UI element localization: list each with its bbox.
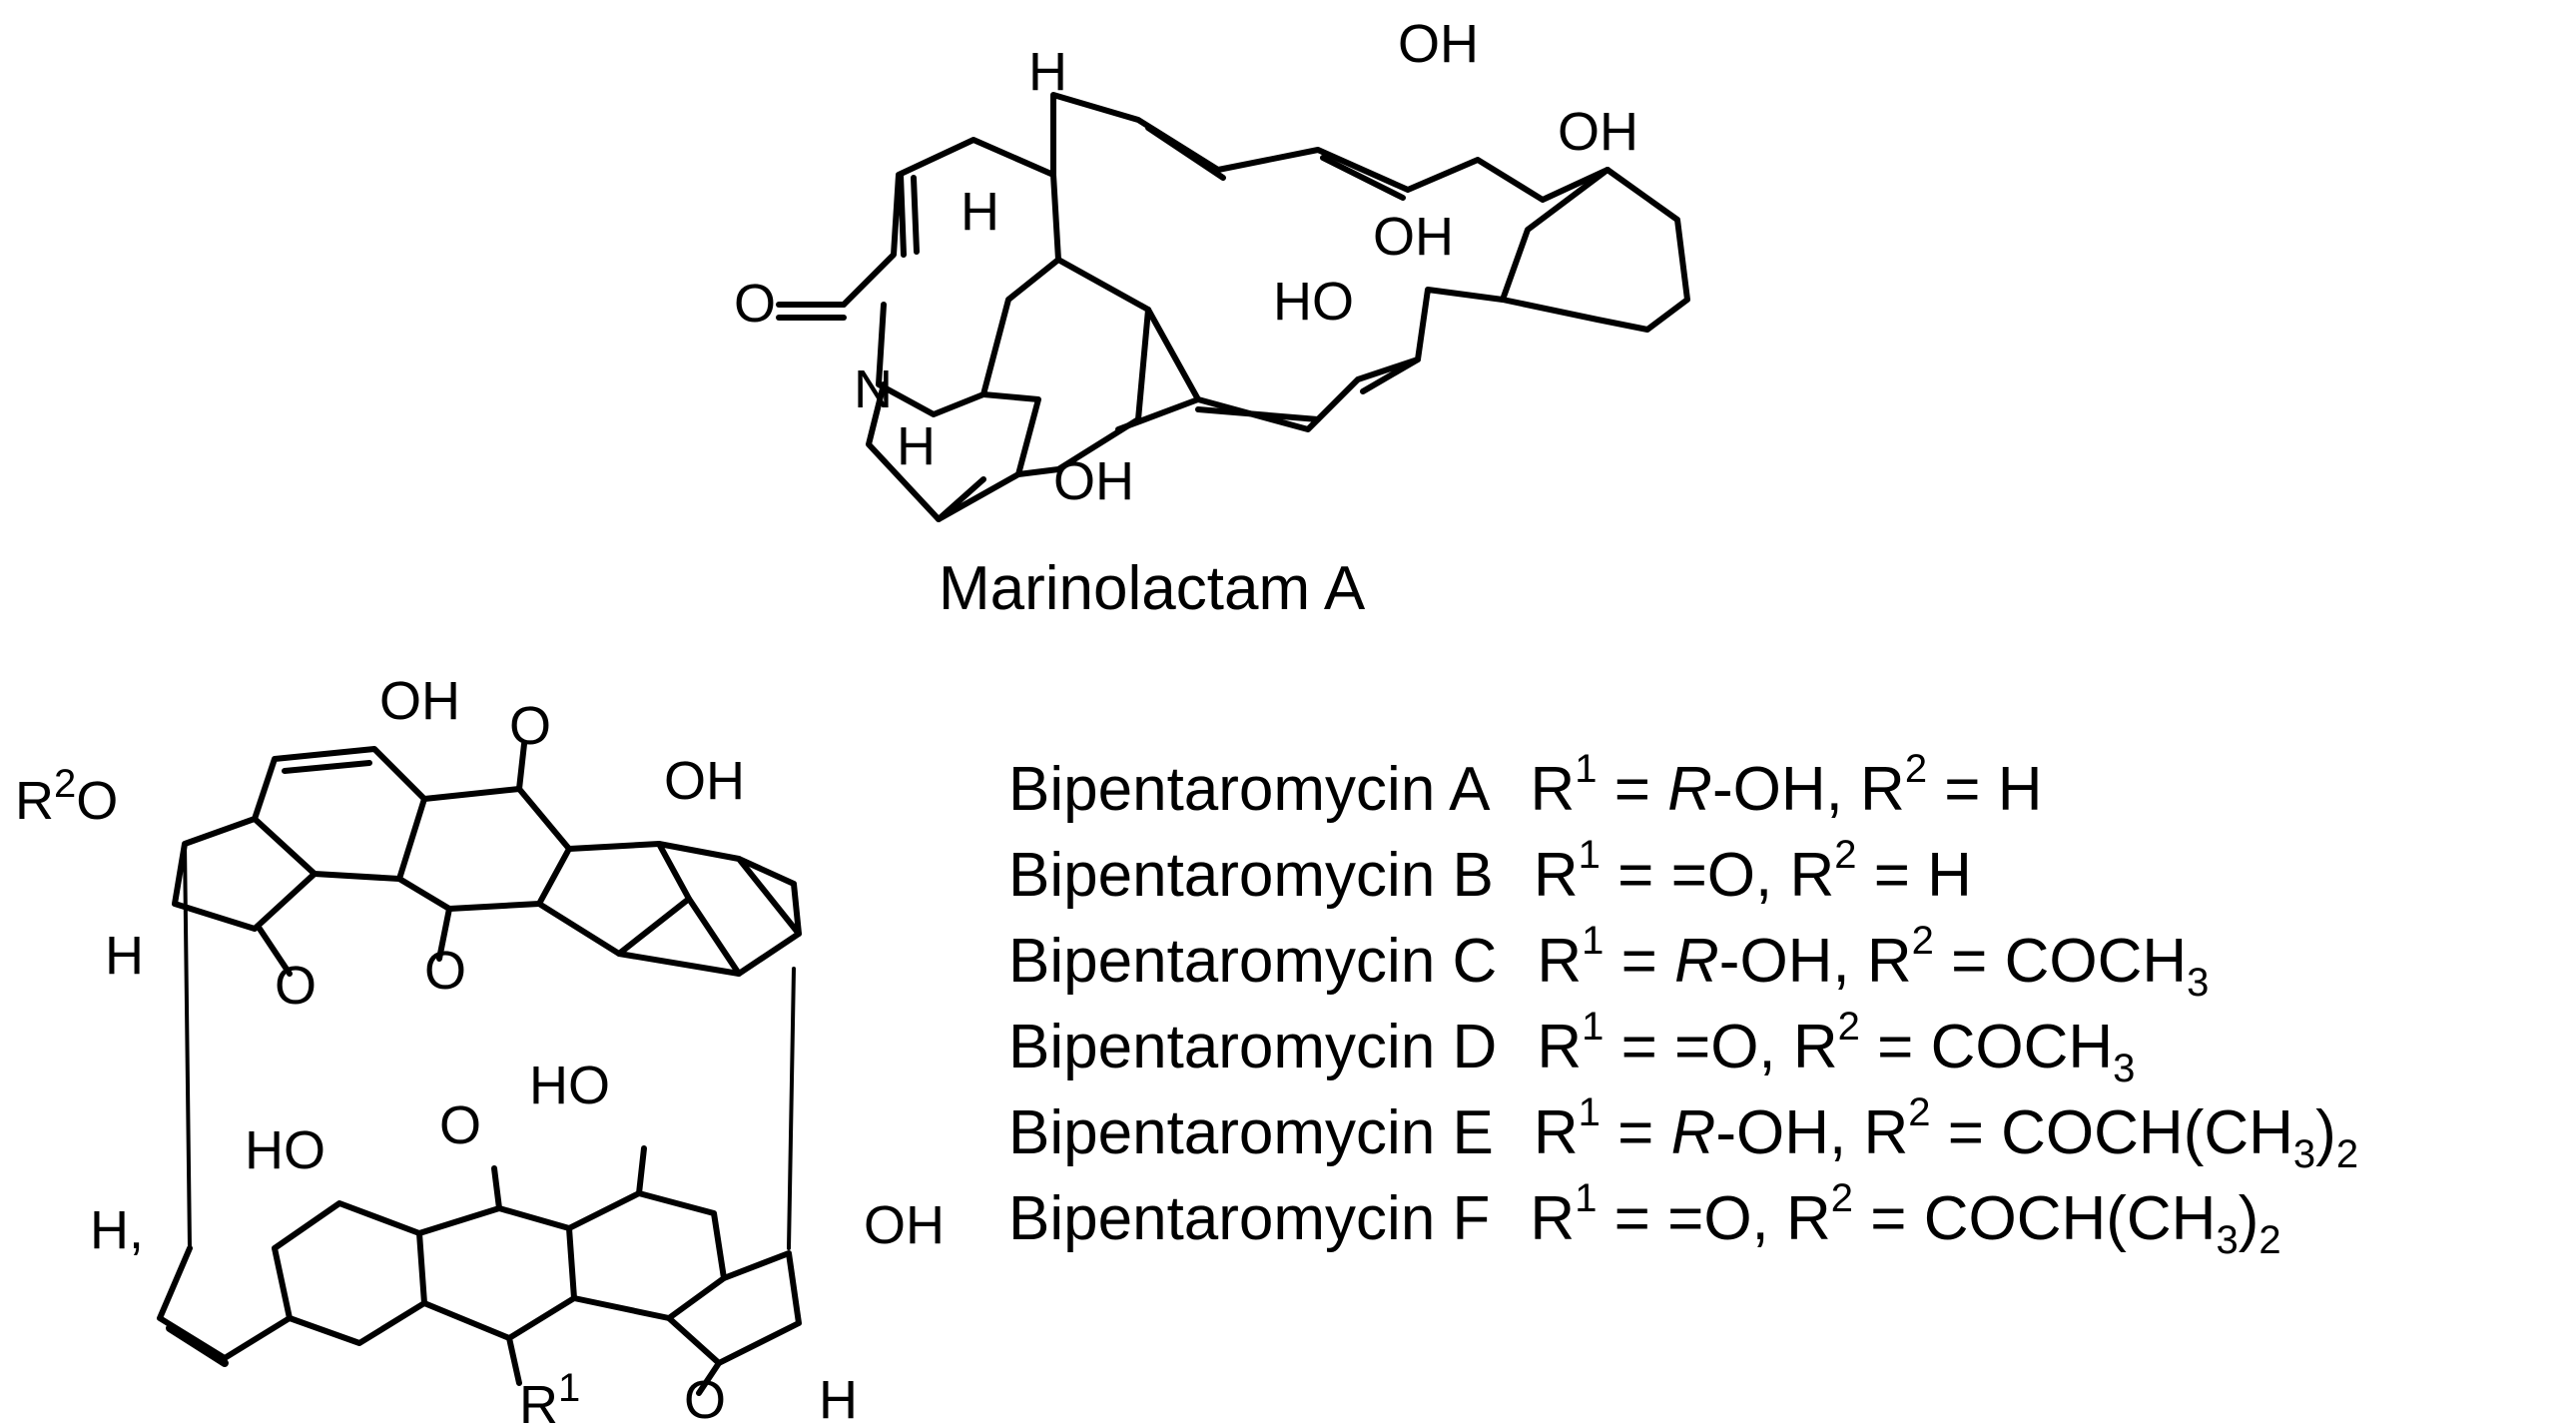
legend-row: Bipentaromycin B R1 = =O, R2 = H — [1008, 833, 1972, 910]
compound-name: Bipentaromycin A — [1008, 755, 1491, 824]
r1-label: R1 — [519, 1366, 580, 1426]
legend-row: Bipentaromycin A R1 = R-OH, R2 = H — [1008, 747, 2043, 824]
hydroxyl-label-top-2: OH — [664, 751, 745, 811]
marinolactam-h-label-1: H — [1028, 42, 1067, 102]
marinolactam-h-label-3: H — [897, 416, 936, 476]
ketone-oxygen-top-mid: O — [509, 696, 551, 756]
hydroxyl-label-a: OH — [1398, 14, 1479, 74]
h-label-bottom-left: H, — [90, 1200, 144, 1260]
substituent-definition: R1 = =O, R2 = H — [1533, 833, 1972, 910]
legend-row: Bipentaromycin C R1 = R-OH, R2 = COCH3 — [1008, 919, 2210, 1005]
lactam-nitrogen-label: N — [854, 359, 893, 419]
compound-name: Bipentaromycin C — [1008, 927, 1498, 996]
compound-name: Bipentaromycin E — [1008, 1098, 1494, 1167]
bipentaromycin-structure — [157, 741, 802, 1396]
substituent-definition: R1 = R-OH, R2 = H — [1530, 747, 2043, 824]
compound-name: Bipentaromycin B — [1008, 841, 1494, 910]
legend-row: Bipentaromycin F R1 = =O, R2 = COCH(CH3)2 — [1008, 1176, 2281, 1262]
hydroxyl-label-top-1: OH — [379, 671, 460, 731]
cyclopentane-hydroxyl-label: OH — [1053, 451, 1134, 511]
ketone-oxygen-bottom-mid: O — [439, 1095, 481, 1155]
substituent-definition: R1 = R-OH, R2 = COCH3 — [1537, 919, 2210, 1005]
substituent-definition: R1 = R-OH, R2 = COCH(CH3)2 — [1533, 1090, 2359, 1176]
hydroxyl-label-c: OH — [1373, 207, 1454, 267]
marinolactam-caption: Marinolactam A — [939, 554, 1366, 623]
lactam-oxygen-label: O — [734, 274, 776, 334]
marinolactam-atom-labels: O N H H H OH OH OH OH HO — [734, 14, 1638, 511]
ketone-oxygen-top-mid-2: O — [424, 941, 466, 1001]
hydroxyl-label-bottom-1: HO — [245, 1120, 325, 1180]
marinolactam-a-structure — [776, 92, 1690, 522]
r2-label: R2O — [15, 762, 118, 831]
compound-name: Bipentaromycin F — [1008, 1184, 1491, 1253]
hydroxyl-label-b: OH — [1558, 102, 1638, 162]
h-label-top-left: H — [105, 926, 144, 986]
hydroxyl-label-bottom-right: OH — [864, 1195, 945, 1255]
marinolactam-h-label-2: H — [961, 182, 999, 242]
h-label-bottom-right: H — [819, 1370, 858, 1426]
compound-name: Bipentaromycin D — [1008, 1013, 1498, 1081]
ketone-oxygen-top-left: O — [275, 956, 317, 1016]
legend-row: Bipentaromycin E R1 = R-OH, R2 = COCH(CH3… — [1008, 1090, 2359, 1176]
substituent-definition: R1 = =O, R2 = COCH(CH3)2 — [1530, 1176, 2281, 1262]
legend-row: Bipentaromycin D R1 = =O, R2 = COCH3 — [1008, 1005, 2136, 1090]
hydroxyl-label-bottom-2: HO — [529, 1056, 610, 1115]
bipentaromycin-atom-labels: R2O H O OH O O OH HO HO O H, OH R1 O H — [15, 671, 945, 1426]
ketone-oxygen-bottom-right: O — [684, 1370, 726, 1426]
hydroxyl-label-d: HO — [1273, 272, 1354, 332]
substituent-definition: R1 = =O, R2 = COCH3 — [1537, 1005, 2136, 1090]
